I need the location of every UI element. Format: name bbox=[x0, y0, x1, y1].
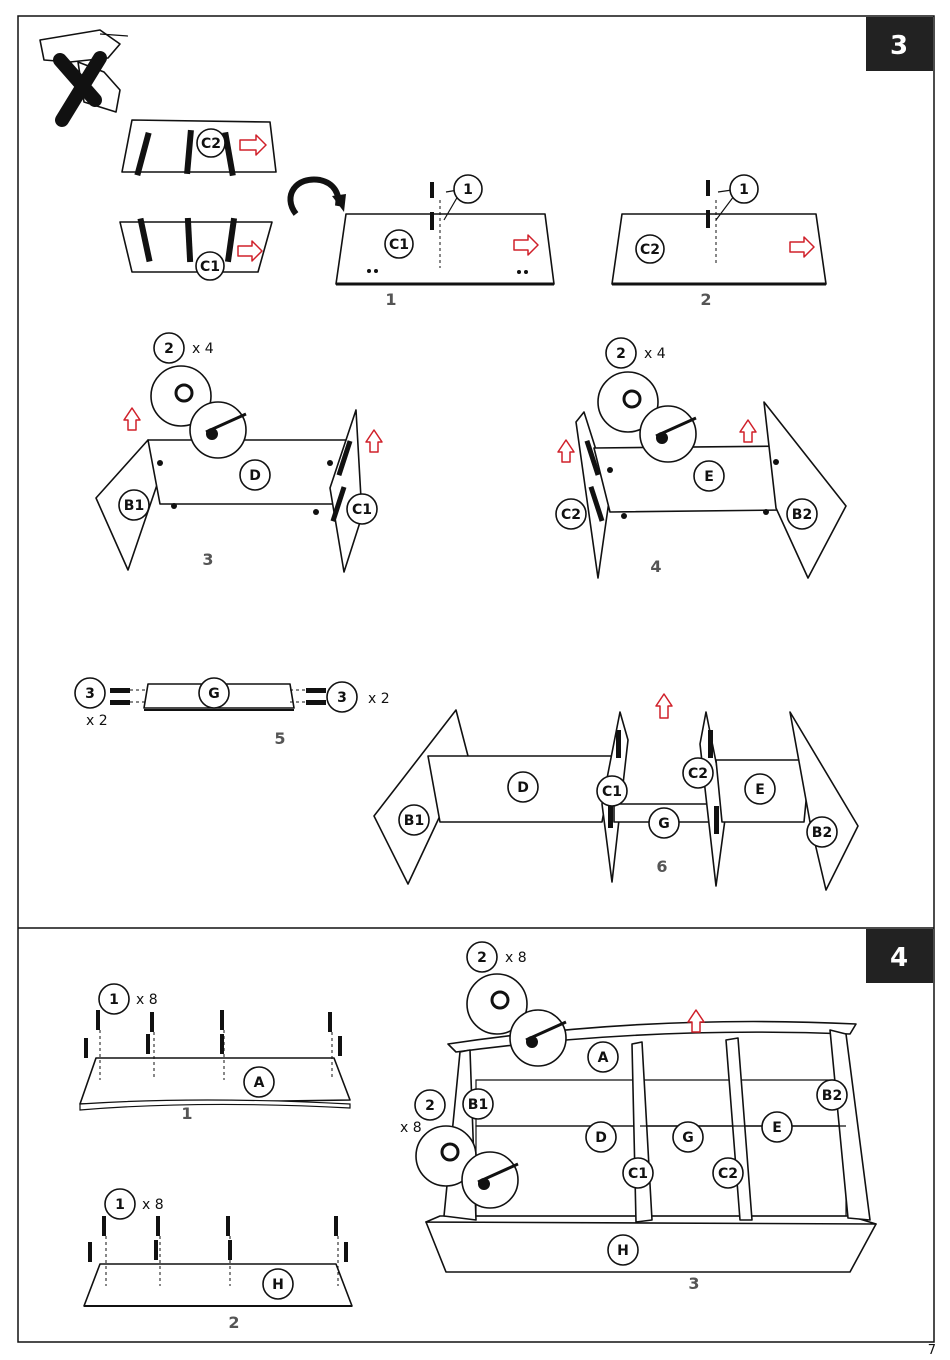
direction-arrow-icon bbox=[239, 134, 267, 156]
step-3-2-panel-c2: C2 1 2 bbox=[611, 174, 827, 309]
part-label-c2: C2 bbox=[640, 242, 660, 258]
direction-arrow-icon bbox=[123, 407, 141, 431]
part-label-a: A bbox=[254, 1075, 265, 1091]
part-label-b1: B1 bbox=[468, 1097, 488, 1113]
screwdriver-zoom-icon bbox=[150, 365, 247, 459]
step-number: 3 bbox=[688, 1274, 699, 1293]
step-3-1-panel-c1: C1 1 1 bbox=[335, 174, 555, 309]
multiplier: x 8 bbox=[136, 992, 158, 1008]
fastener-label-3: 3 bbox=[337, 690, 347, 706]
step-number: 1 bbox=[181, 1104, 192, 1123]
step-number: 1 bbox=[385, 290, 396, 309]
step-number: 4 bbox=[650, 557, 661, 576]
multiplier: x 8 bbox=[505, 950, 527, 966]
direction-arrow-icon bbox=[789, 236, 815, 258]
fastener-label-1: 1 bbox=[115, 1197, 125, 1213]
part-label-c1: C1 bbox=[628, 1166, 648, 1182]
step-3-3-assembly: 2 x 4 D B1 C1 3 bbox=[95, 332, 383, 573]
direction-arrow-icon bbox=[739, 419, 757, 443]
section-4-number: 4 bbox=[890, 943, 908, 973]
step-number: 2 bbox=[700, 290, 711, 309]
fastener-label-1: 1 bbox=[109, 992, 119, 1008]
part-label-g: G bbox=[208, 686, 220, 702]
fastener-label-1: 1 bbox=[739, 182, 749, 198]
part-label-c1: C1 bbox=[200, 259, 220, 275]
part-label-c2: C2 bbox=[201, 136, 221, 152]
step-3-6-assembly: D B1 C1 G C2 E B2 6 bbox=[373, 693, 859, 891]
multiplier: x 2 bbox=[368, 691, 390, 707]
step-number: 2 bbox=[228, 1313, 239, 1332]
multiplier: x 8 bbox=[400, 1120, 422, 1136]
section-3-header: 3 bbox=[866, 17, 933, 71]
part-label-a: A bbox=[598, 1050, 609, 1066]
fastener-label-2: 2 bbox=[477, 950, 487, 966]
step-3-5-shelf-g: 3 x 2 3 x 2 G 5 bbox=[74, 677, 390, 748]
part-label-c1: C1 bbox=[352, 502, 372, 518]
part-label-b1: B1 bbox=[124, 498, 144, 514]
part-label-d: D bbox=[249, 468, 261, 484]
step-number: 6 bbox=[656, 857, 667, 876]
screwdriver-zoom-icon bbox=[415, 973, 567, 1209]
screwdriver-zoom-icon bbox=[597, 371, 697, 463]
direction-arrow-icon bbox=[687, 1009, 705, 1033]
page-frame bbox=[17, 15, 935, 1343]
step-4-2-panel-h: 1 x 8 H 2 bbox=[83, 1188, 353, 1332]
part-label-h: H bbox=[272, 1277, 284, 1293]
part-label-b2: B2 bbox=[822, 1088, 842, 1104]
page-number: 7 bbox=[927, 1343, 936, 1358]
part-label-d: D bbox=[595, 1130, 607, 1146]
section-4-header: 4 bbox=[866, 929, 933, 983]
direction-arrow-icon bbox=[655, 693, 673, 719]
part-label-e: E bbox=[755, 782, 765, 798]
part-label-e: E bbox=[704, 469, 714, 485]
part-label-c2: C2 bbox=[688, 766, 708, 782]
part-label-c2: C2 bbox=[561, 507, 581, 523]
drill-crossed-out-icon bbox=[39, 29, 129, 127]
fastener-label-2: 2 bbox=[425, 1098, 435, 1114]
step-4-1-panel-a: 1 x 8 A 1 bbox=[79, 983, 351, 1123]
step-number: 5 bbox=[274, 729, 285, 748]
multiplier: x 2 bbox=[86, 713, 108, 729]
part-label-d: D bbox=[517, 780, 529, 796]
multiplier: x 8 bbox=[142, 1197, 164, 1213]
part-c2-small: C2 bbox=[121, 119, 277, 177]
part-label-b2: B2 bbox=[792, 507, 812, 523]
direction-arrow-icon bbox=[513, 234, 539, 256]
step-4-3-cabinet-assembly: A B1 B2 D G E C1 C2 H 2 x 8 bbox=[400, 941, 877, 1293]
section-3-number: 3 bbox=[890, 31, 908, 61]
part-label-e: E bbox=[772, 1120, 782, 1136]
step-number: 3 bbox=[202, 550, 213, 569]
multiplier: x 4 bbox=[644, 346, 666, 362]
direction-arrow-icon bbox=[237, 240, 263, 262]
multiplier: x 4 bbox=[192, 341, 214, 357]
part-label-c1: C1 bbox=[602, 784, 622, 800]
part-label-c1: C1 bbox=[389, 237, 409, 253]
fastener-label-2: 2 bbox=[164, 341, 174, 357]
part-label-b2: B2 bbox=[812, 825, 832, 841]
direction-arrow-icon bbox=[557, 439, 575, 463]
fastener-label-3: 3 bbox=[85, 686, 95, 702]
fastener-label-2: 2 bbox=[616, 346, 626, 362]
part-label-b1: B1 bbox=[404, 813, 424, 829]
part-label-c2: C2 bbox=[718, 1166, 738, 1182]
part-c1-small: C1 bbox=[119, 217, 273, 281]
part-label-g: G bbox=[682, 1130, 694, 1146]
step-3-4-assembly: 2 x 4 E C2 B2 4 bbox=[555, 337, 847, 579]
rotate-arrow-icon bbox=[287, 176, 346, 216]
fastener-label-1: 1 bbox=[463, 182, 473, 198]
part-label-h: H bbox=[617, 1243, 629, 1259]
direction-arrow-icon bbox=[365, 429, 383, 453]
part-label-g: G bbox=[658, 816, 670, 832]
